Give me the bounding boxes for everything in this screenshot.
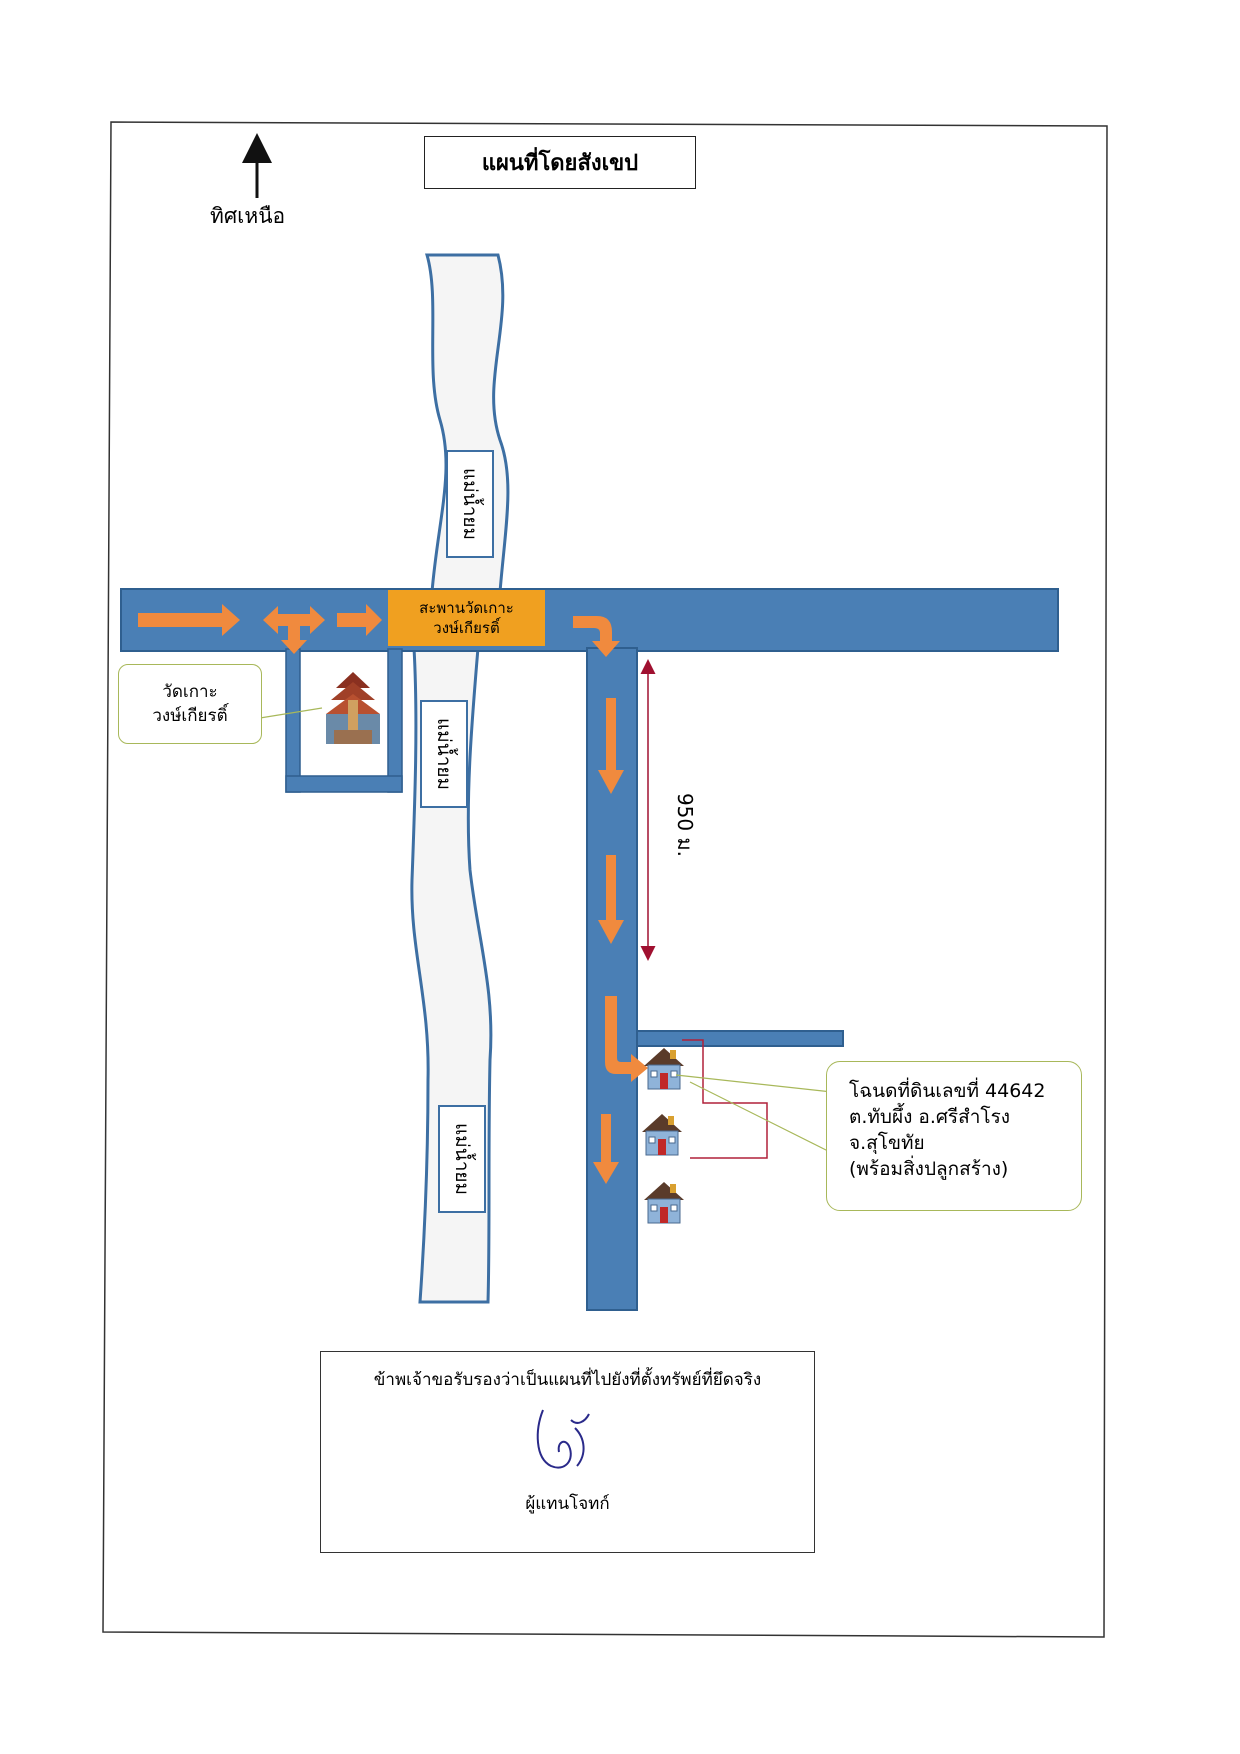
plot-callout: โฉนดที่ดินเลขที่ 44642 ต.ทับผึ้ง อ.ศรีสำ…	[826, 1061, 1082, 1211]
page-frame	[102, 121, 1108, 1638]
house-icon	[643, 1047, 685, 1090]
certification-box: ข้าพเจ้าขอรับรองว่าเป็นแผนที่ไปยังที่ตั้…	[320, 1351, 815, 1553]
house-icon	[643, 1181, 685, 1224]
certification-role: ผู้แทนโจทก์	[525, 1494, 610, 1514]
plot-callout-leader	[689, 1081, 831, 1153]
river-label-middle: แม่น้ำยม	[420, 700, 468, 808]
certification-statement: ข้าพเจ้าขอรับรองว่าเป็นแผนที่ไปยังที่ตั้…	[373, 1370, 762, 1390]
route-arrows	[138, 604, 648, 1184]
junction-arrow-icon	[263, 606, 325, 654]
river-label-upper: แม่น้ำยม	[446, 450, 494, 558]
river-label-lower: แม่น้ำยม	[438, 1105, 486, 1213]
road-east-branch	[636, 1030, 844, 1047]
house-icon	[641, 1113, 683, 1156]
temple-icon	[326, 672, 380, 744]
temple-callout-leader	[259, 707, 323, 719]
temple-callout: วัดเกาะ วงษ์เกียรติ์	[118, 664, 262, 744]
plot-line: จ.สุโขทัย	[849, 1132, 925, 1154]
plot-line: (พร้อมสิ่งปลูกสร้าง)	[849, 1158, 1009, 1180]
temple-access-road	[285, 648, 403, 793]
signature	[536, 1409, 590, 1469]
plot-boundary	[682, 1039, 768, 1159]
bridge-label: สะพานวัดเกาะ วงษ์เกียรติ์	[388, 590, 545, 646]
north-label: ทิศเหนือ	[210, 204, 286, 228]
plot-line: โฉนดที่ดินเลขที่ 44642	[849, 1080, 1046, 1102]
plot-line: ต.ทับผึ้ง อ.ศรีสำโรง	[849, 1106, 1011, 1128]
distance-label: 950 ม.	[673, 792, 697, 858]
map-title: แผนที่โดยสังเขป	[424, 136, 696, 189]
plot-callout-leader	[675, 1074, 833, 1093]
